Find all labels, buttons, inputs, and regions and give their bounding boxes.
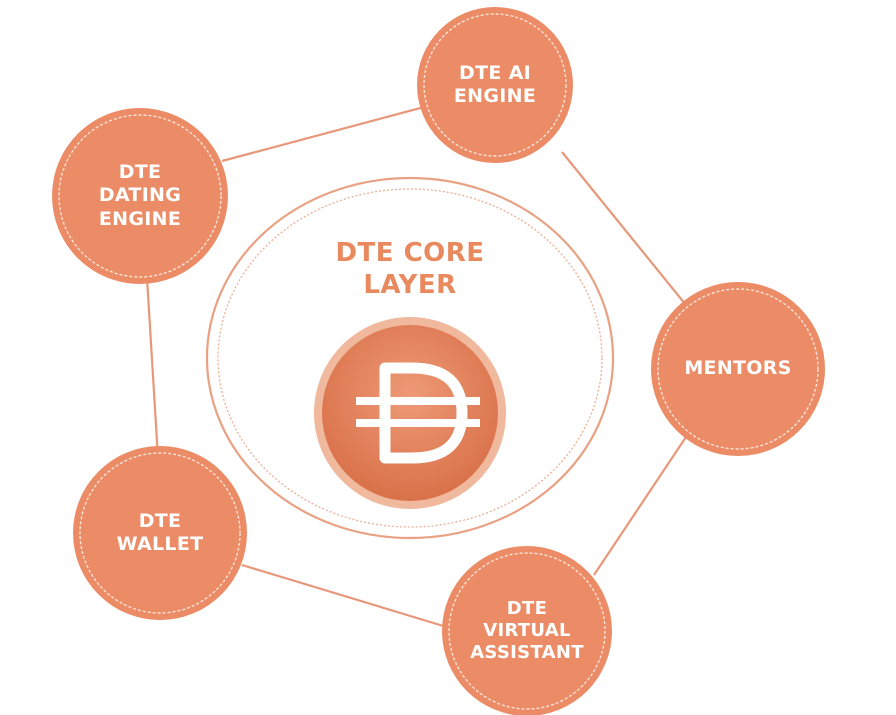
node-mentors bbox=[651, 282, 825, 456]
node-virtual-assistant bbox=[442, 546, 612, 715]
dte-coin-logo-icon bbox=[314, 317, 506, 509]
core-layer-title: DTE CORE LAYER bbox=[300, 238, 520, 301]
core-outer-ring bbox=[205, 176, 615, 540]
core-title-line-1: DTE CORE bbox=[335, 238, 485, 268]
connector-ai-to-dating bbox=[221, 104, 429, 163]
connector-ai-to-mentors bbox=[561, 151, 691, 311]
core-inner-ring bbox=[217, 188, 603, 528]
core-title-line-2: LAYER bbox=[363, 269, 457, 300]
node-wallet bbox=[73, 446, 247, 620]
connector-mentors-to-assistant bbox=[593, 433, 689, 576]
node-dating-engine bbox=[52, 108, 228, 284]
connector-lines bbox=[145, 104, 691, 630]
core-layer bbox=[205, 176, 615, 540]
node-ai-engine bbox=[417, 7, 573, 163]
connector-wallet-to-assistant bbox=[241, 563, 451, 630]
connector-dating-to-wallet bbox=[145, 277, 160, 459]
